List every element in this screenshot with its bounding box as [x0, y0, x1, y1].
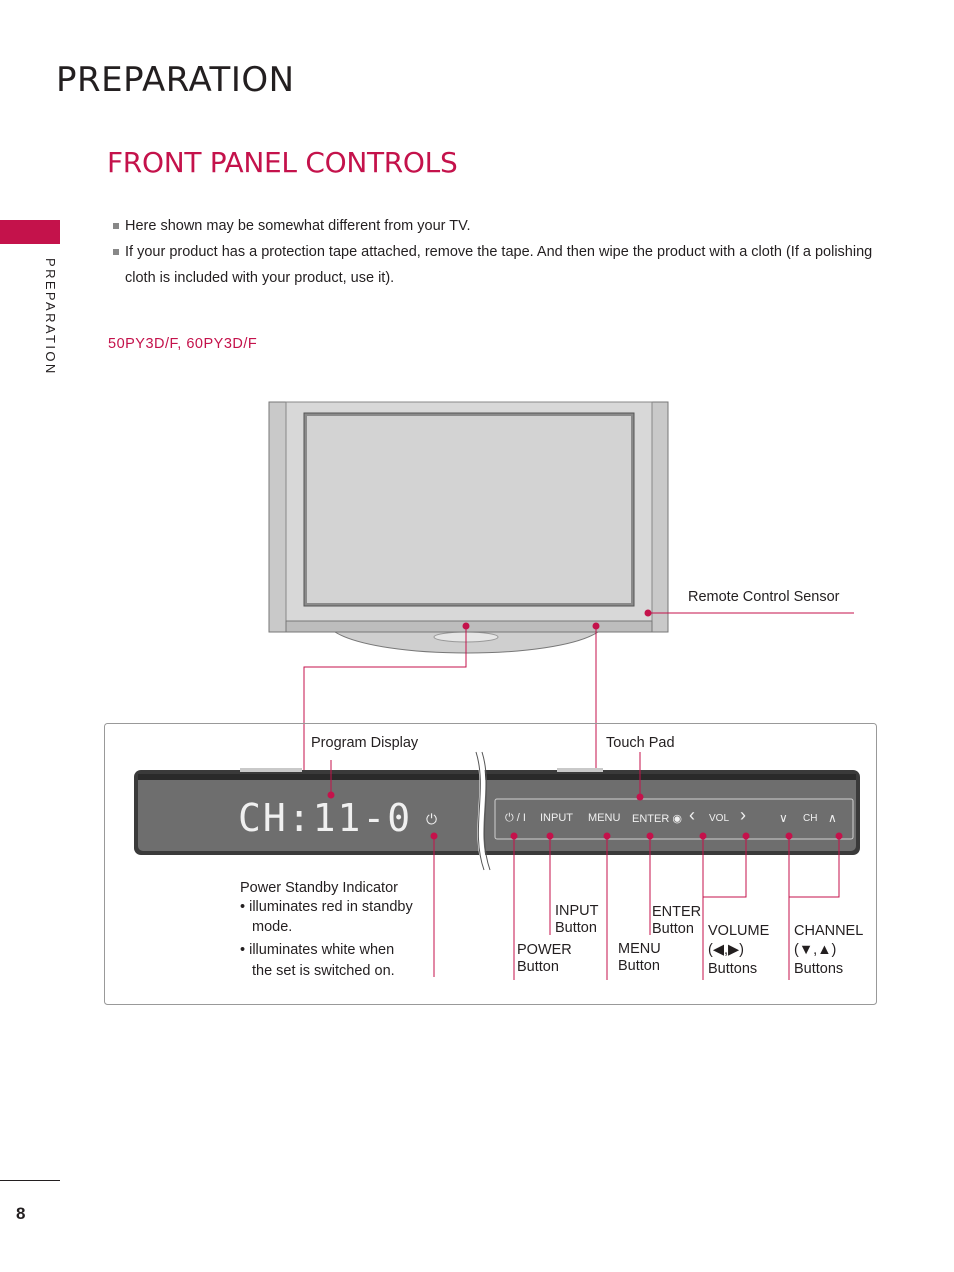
channel-up-button[interactable]: ∧ [828, 811, 837, 825]
enter-button[interactable]: ENTER ◉ [632, 813, 682, 825]
input-button[interactable]: INPUT [540, 812, 573, 824]
standby-indicator-icon: ⏻ [426, 811, 438, 827]
footer-rule [0, 1180, 60, 1181]
remote-sensor-label: Remote Control Sensor [688, 589, 840, 605]
note-item: If your product has a protection tape at… [113, 239, 873, 291]
power-button[interactable]: ⏻ / I [505, 812, 526, 824]
notes-list: Here shown may be somewhat different fro… [113, 213, 873, 291]
detail-box [104, 723, 877, 1005]
model-numbers: 50PY3D/F, 60PY3D/F [108, 336, 258, 352]
page-title: FRONT PANEL CONTROLS [107, 146, 458, 179]
touch-pad-label: Touch Pad [606, 735, 675, 751]
standby-label-title: Power Standby Indicator [240, 880, 398, 896]
section-tab-marker [0, 220, 60, 244]
program-display-readout: CH:11-0 [238, 796, 413, 840]
volume-down-button[interactable]: ‹ [689, 805, 695, 825]
standby-label-line: • illuminates white when [240, 942, 395, 958]
page-number: 8 [16, 1204, 26, 1223]
vol-label: VOL [709, 813, 730, 824]
note-item: Here shown may be somewhat different fro… [113, 213, 873, 239]
tv-screen [307, 416, 631, 603]
standby-label-line: mode. [252, 919, 293, 935]
standby-label-line: • illuminates red in standby [240, 899, 413, 915]
standby-label-line: the set is switched on. [252, 963, 395, 979]
program-display-label: Program Display [311, 735, 419, 751]
channel-down-button[interactable]: ∨ [779, 811, 788, 825]
channel-buttons-label: CHANNEL(▼,▲)Buttons [794, 923, 864, 977]
section-header: PREPARATION [56, 60, 295, 100]
volume-up-button[interactable]: › [740, 805, 746, 825]
volume-buttons-label: VOLUME(◀,▶)Buttons [708, 923, 770, 977]
menu-button[interactable]: MENU [588, 812, 621, 824]
ch-label: CH [803, 813, 818, 824]
